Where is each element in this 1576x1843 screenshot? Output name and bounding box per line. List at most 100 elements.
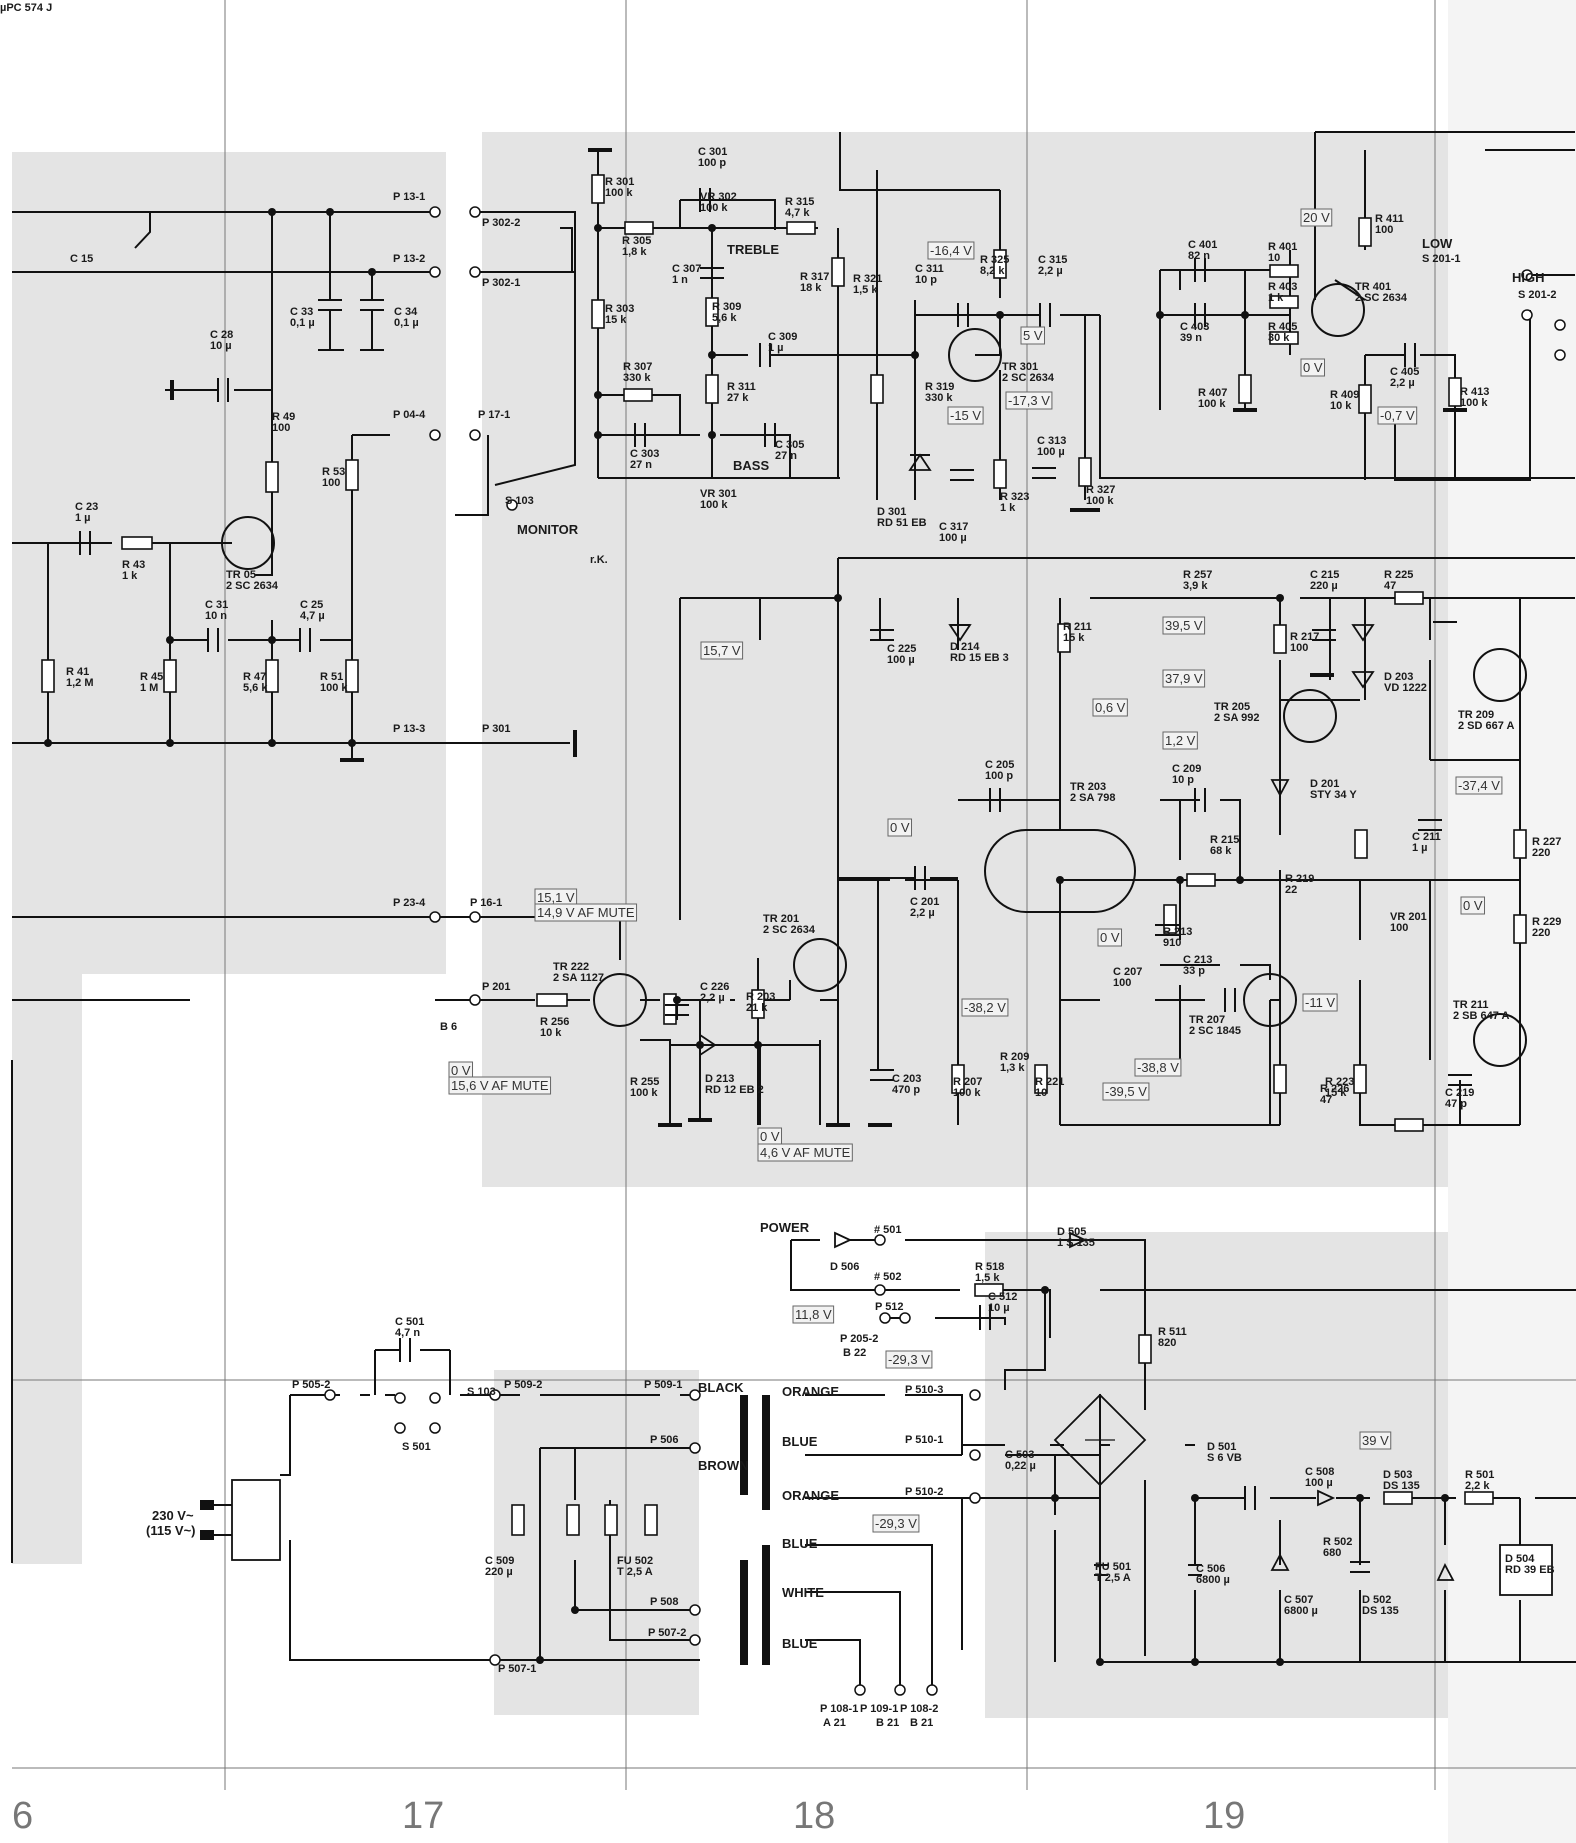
component-value: 2 SC 1845 <box>1189 1025 1241 1037</box>
connector-label: P 13-2 <box>393 253 425 265</box>
component-value: 100 µ <box>1305 1477 1333 1489</box>
connector-label: P 510-3 <box>905 1384 943 1396</box>
component-ref: VR 301 <box>700 488 737 500</box>
component-ref: R 47 <box>243 671 266 683</box>
wire-color-2: BLUE <box>782 1434 818 1449</box>
component-value: 1 k <box>1268 292 1284 304</box>
transistors <box>221 283 1527 1067</box>
component-value: 330 k <box>925 392 953 404</box>
component-ref: C 207 <box>1113 966 1142 978</box>
component-value: 2,2 k <box>1465 1480 1490 1492</box>
component-ref: D 203 <box>1384 671 1413 683</box>
component-value: 33 p <box>1183 965 1205 977</box>
voltage-box <box>1302 993 1338 1012</box>
voltage-box <box>887 818 913 837</box>
connector-label: P 506 <box>650 1434 679 1446</box>
component-value: 100 k <box>700 202 728 214</box>
component-ref: C 303 <box>630 448 659 460</box>
voltage-box <box>1162 616 1206 635</box>
treble-label: TREBLE <box>727 242 779 257</box>
component-value: 47 <box>1384 580 1396 592</box>
component-value: 100 <box>1375 224 1393 236</box>
board-region-transformer <box>494 1370 699 1715</box>
component-ref: D 503 <box>1383 1469 1412 1481</box>
component-value: 2 SC 2634 <box>763 924 816 936</box>
connector-label: B 21 <box>876 1717 899 1729</box>
component-ref: R 219 <box>1285 873 1314 885</box>
connector-label: # 501 <box>874 1224 902 1236</box>
component-ref: R 315 <box>785 196 814 208</box>
connector-label: P 16-1 <box>470 897 502 909</box>
component-value: 1 µ <box>1412 842 1428 854</box>
column-numbers: 6 17 18 19 <box>12 1795 1245 1837</box>
component-ref: C 309 <box>768 331 797 343</box>
component-ref: R 502 <box>1323 1536 1352 1548</box>
voltage-label: -0,7 V <box>1380 408 1415 423</box>
voltage-label: 4,6 V AF MUTE <box>760 1145 851 1160</box>
component-value: 1 k <box>1000 502 1016 514</box>
component-value: 27 n <box>630 459 652 471</box>
component-value: 22 <box>1285 884 1297 896</box>
component-ref: FU 501 <box>1095 1561 1131 1573</box>
component-value: 100 µ <box>1037 446 1065 458</box>
voltage-label: 39 V <box>1362 1433 1389 1448</box>
component-value: 220 <box>1532 927 1550 939</box>
column-number: 19 <box>1203 1795 1245 1837</box>
component-value: 2,2 µ <box>1038 265 1063 277</box>
component-ref: S 103 <box>467 1386 496 1398</box>
component-value: 82 n <box>1188 250 1210 262</box>
connector-label: P 507-2 <box>648 1627 686 1639</box>
component-ref: R 305 <box>622 235 651 247</box>
component-value: 820 <box>1158 1337 1176 1349</box>
component-value: 2,2 µ <box>700 992 725 1004</box>
component-value: 1 M <box>140 682 158 694</box>
connector-label: P 108-1 <box>820 1703 858 1715</box>
component-ref: R 321 <box>853 273 882 285</box>
connector-label: S 201-1 <box>1422 253 1461 265</box>
component-ref: C 507 <box>1284 1594 1313 1606</box>
connector-label: P 109-1 <box>860 1703 898 1715</box>
component-ref: C 31 <box>205 599 228 611</box>
mains-voltage-alt: (115 V~) <box>146 1523 196 1538</box>
mains-plug <box>231 1479 281 1561</box>
component-value: 5,6 k <box>243 682 268 694</box>
component-ref: C 225 <box>887 643 916 655</box>
component-ref: C 307 <box>672 263 701 275</box>
connector-label: P 23-4 <box>393 897 426 909</box>
board-region-main <box>482 132 1576 1187</box>
component-ref: S 501 <box>402 1441 431 1453</box>
component-value: 15 k <box>1325 1087 1347 1099</box>
grounds <box>165 148 1467 1127</box>
component-ref: R 53 <box>322 466 345 478</box>
component-ref: R 511 <box>1158 1326 1187 1338</box>
component-value: 6800 µ <box>1196 1574 1230 1586</box>
component-ref: C 508 <box>1305 1466 1334 1478</box>
component-ref: VR 302 <box>700 191 737 203</box>
mains-voltage: 230 V~ <box>152 1508 194 1523</box>
voltage-label: 15,7 V <box>703 643 741 658</box>
component-ref: TR 209 <box>1458 709 1494 721</box>
grid-lines <box>12 0 1576 1790</box>
component-ref: C 226 <box>700 981 729 993</box>
component-ref: C 203 <box>892 1073 921 1085</box>
transformer <box>740 1395 770 1665</box>
component-ref: C 301 <box>698 146 727 158</box>
wire-color-6: BLUE <box>782 1636 818 1651</box>
voltage-label: -11 V <box>1305 995 1335 1010</box>
voltage-box <box>792 1305 835 1324</box>
component-ref: R 317 <box>800 271 829 283</box>
component-ref: R 207 <box>953 1076 982 1088</box>
component-ref: C 209 <box>1172 763 1201 775</box>
voltage-box <box>1300 358 1326 377</box>
component-ref: C 211 <box>1412 831 1441 843</box>
component-ref: C 501 <box>395 1316 424 1328</box>
resistors <box>41 174 1527 1505</box>
voltage-label: 0 V <box>760 1129 780 1144</box>
component-value: 0,1 µ <box>394 317 419 329</box>
component-ref: C 506 <box>1196 1563 1225 1575</box>
component-value: 100 k <box>700 499 728 511</box>
board-region-preamp <box>12 152 446 974</box>
connector-label: P 302-1 <box>482 277 520 289</box>
voltage-label: 39,5 V <box>1165 618 1203 633</box>
